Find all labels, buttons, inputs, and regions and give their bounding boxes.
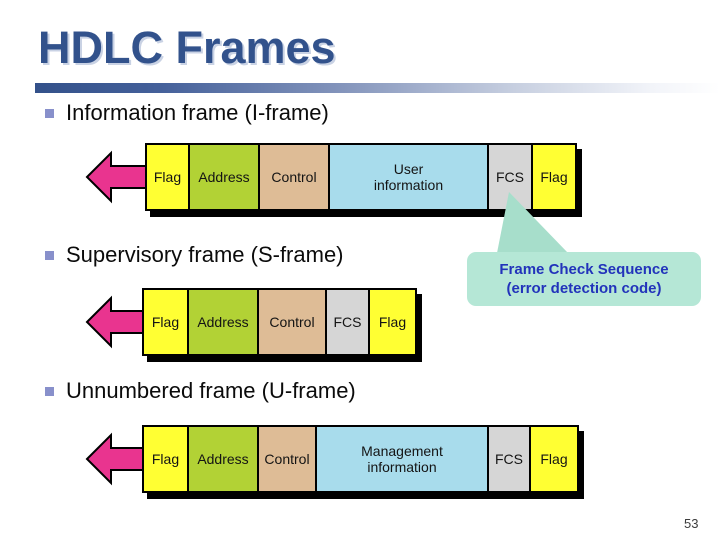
slide-title: HDLC Frames [38,22,336,73]
bullet-label: Information frame (I-frame) [66,100,329,125]
fcs-callout: Frame Check Sequence (error detection co… [467,252,701,306]
bullet-label: Supervisory frame (S-frame) [66,242,344,267]
bullet-item-u-frame: Unnumbered frame (U-frame) [45,378,356,404]
field-flag: Flag [144,427,189,491]
field-fcs: FCS [489,145,533,209]
field-fcs: FCS [327,290,370,354]
bullet-label: Unnumbered frame (U-frame) [66,378,356,403]
callout-line-1: Frame Check Sequence [499,261,669,278]
field-control: Control [259,290,327,354]
field-user-information: User information [330,145,489,209]
field-flag: Flag [531,427,577,491]
i-frame-diagram: Flag Address Control User information FC… [145,143,577,211]
field-fcs: FCS [489,427,531,491]
bullet-square-icon [45,109,54,118]
callout-line-2: (error detection code) [506,280,662,297]
field-flag: Flag [370,290,415,354]
field-flag: Flag [533,145,575,209]
bullet-square-icon [45,251,54,260]
s-frame-diagram: Flag Address Control FCS Flag [142,288,417,356]
bullet-square-icon [45,387,54,396]
field-flag: Flag [147,145,190,209]
field-address: Address [189,290,259,354]
field-management-information: Management information [317,427,489,491]
bullet-item-i-frame: Information frame (I-frame) [45,100,329,126]
field-flag: Flag [144,290,189,354]
field-control: Control [259,427,317,491]
field-address: Address [189,427,259,491]
page-number: 53 [684,516,699,531]
u-frame-diagram: Flag Address Control Management informat… [142,425,579,493]
field-control: Control [260,145,330,209]
bullet-item-s-frame: Supervisory frame (S-frame) [45,242,344,268]
field-address: Address [190,145,260,209]
left-arrow-icon [85,150,151,204]
callout-pointer-icon [497,192,568,253]
title-underline-bar [35,83,720,93]
